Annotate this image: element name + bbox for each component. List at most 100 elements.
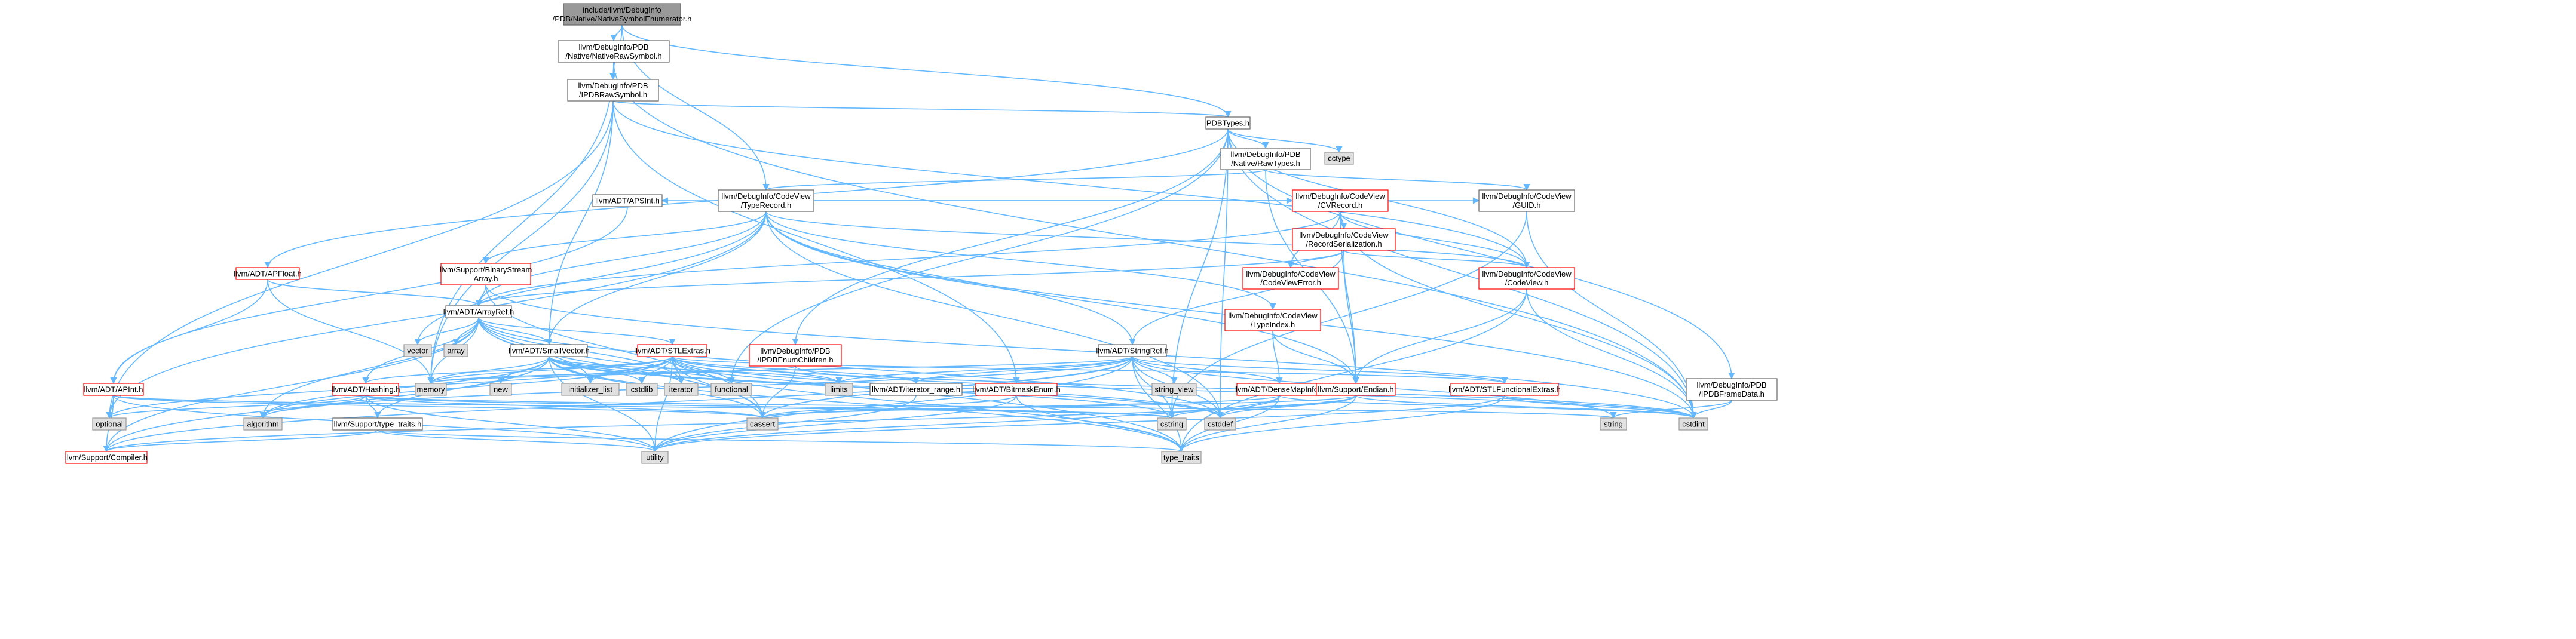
node-label-codeview-0: llvm/DebugInfo/CodeView (1482, 269, 1572, 278)
edge-arrayref-to-vector (414, 317, 479, 346)
node-arrayref[interactable]: llvm/ADT/ArrayRef.h (443, 305, 514, 318)
edge-type_record-to-optional (106, 211, 767, 419)
node-label-codeview-1: /CodeView.h (1505, 278, 1549, 287)
edge-ipdb_frame_data-to-string (1610, 400, 1732, 419)
node-utility: utility (641, 451, 669, 464)
node-codeview[interactable]: llvm/DebugInfo/CodeView/CodeView.h (1478, 267, 1575, 290)
node-label-type_index-0: llvm/DebugInfo/CodeView (1228, 311, 1318, 320)
node-box-native_raw_types (1220, 148, 1311, 170)
edge-pdb_types-to-native_raw_types (1227, 128, 1269, 149)
edge-pdb_types-to-ipdb_frame_data (1227, 128, 1735, 380)
edge-bitmask_enum-to-cassert (759, 395, 1017, 419)
edge-cvrecord-to-codeview (1340, 211, 1530, 269)
node-iterator_range[interactable]: llvm/ADT/iterator_range.h (869, 383, 963, 396)
node-label-apsint-0: llvm/ADT/APSInt.h (595, 196, 660, 205)
node-box-string_view (1151, 383, 1197, 396)
edge-endian-to-type_traits (1178, 395, 1356, 453)
node-box-memory (415, 383, 447, 396)
node-box-limits (825, 383, 853, 396)
node-box-stlextras (637, 344, 707, 357)
edge-stringref-to-type_traits (1132, 356, 1185, 453)
node-label-root-0: include/llvm/DebugInfo (583, 5, 661, 14)
node-type_traits_h[interactable]: llvm/Support/type_traits.h (332, 417, 423, 431)
node-box-iterator (664, 383, 699, 396)
node-guid[interactable]: llvm/DebugInfo/CodeView/GUID.h (1478, 189, 1575, 212)
node-label-codeview_error-1: /CodeViewError.h (1260, 278, 1321, 287)
node-label-bitmask_enum-0: llvm/ADT/BitmaskEnum.h (972, 385, 1060, 394)
node-bitmask_enum[interactable]: llvm/ADT/BitmaskEnum.h (972, 383, 1061, 396)
node-ipdb_enum_children[interactable]: llvm/DebugInfo/PDB/IPDBEnumChildren.h (749, 344, 842, 367)
node-ipdb_raw_symbol[interactable]: llvm/DebugInfo/PDB/IPDBRawSymbol.h (567, 79, 659, 102)
node-type_traits: type_traits (1161, 451, 1202, 464)
edge-binary_stream_array-to-cstdint (485, 284, 1697, 419)
node-label-pdb_types-0: PDBTypes.h (1206, 119, 1249, 128)
node-label-hashing-0: llvm/ADT/Hashing.h (332, 385, 400, 394)
node-box-bitmask_enum (975, 383, 1058, 396)
node-label-apint-0: llvm/ADT/APInt.h (84, 385, 143, 394)
node-box-optional (92, 417, 127, 431)
node-label-binary_stream_array-1: Array.h (474, 274, 498, 283)
node-ipdb_frame_data[interactable]: llvm/DebugInfo/PDB/IPDBFrameData.h (1686, 378, 1778, 401)
edge-arrayref-to-smallvector (478, 317, 553, 346)
node-type_record[interactable]: llvm/DebugInfo/CodeView/TypeRecord.h (718, 189, 814, 212)
node-densemapinfo[interactable]: llvm/ADT/DenseMapInfo.h (1234, 383, 1325, 396)
node-native_raw_symbol[interactable]: llvm/DebugInfo/PDB/Native/NativeRawSymbo… (558, 40, 670, 63)
node-cassert: cassert (746, 417, 779, 431)
edge-hashing-to-optional (106, 395, 366, 419)
node-root[interactable]: include/llvm/DebugInfo/PDB/Native/Native… (553, 3, 692, 26)
node-string_view: string_view (1151, 383, 1197, 396)
node-functional: functional (710, 383, 752, 396)
node-box-codeview_error (1242, 267, 1339, 290)
edge-stlextras-to-cstdlib (638, 356, 673, 385)
node-record_serialization[interactable]: llvm/DebugInfo/CodeView/RecordSerializat… (1292, 228, 1396, 251)
node-label-apfloat-0: llvm/ADT/APFloat.h (234, 269, 301, 278)
node-label-cstdint-0: cstdint (1682, 420, 1705, 429)
edge-type_record-to-vector (414, 211, 767, 346)
edge-type_record-to-codeview (765, 211, 1530, 269)
node-codeview_error[interactable]: llvm/DebugInfo/CodeView/CodeViewError.h (1242, 267, 1339, 290)
node-label-functional-0: functional (715, 385, 748, 394)
node-cctype: cctype (1324, 152, 1354, 165)
edge-endian-to-cstddef (1217, 395, 1356, 419)
node-label-cctype-0: cctype (1328, 154, 1350, 163)
node-label-binary_stream_array-0: llvm/Support/BinaryStream (440, 265, 532, 274)
edge-apfloat-to-arrayref (267, 279, 482, 307)
node-compiler[interactable]: llvm/Support/Compiler.h (65, 451, 148, 464)
edge-type_traits_h-to-type_traits (377, 429, 1184, 453)
node-smallvector[interactable]: llvm/ADT/SmallVector.h (509, 344, 590, 357)
node-cstdint: cstdint (1678, 417, 1708, 431)
node-box-new (489, 383, 512, 396)
node-label-stlfunctionalextras-0: llvm/ADT/STLFunctionalExtras.h (1448, 385, 1561, 394)
node-type_index[interactable]: llvm/DebugInfo/CodeView/TypeIndex.h (1224, 309, 1321, 331)
edge-stringref-to-stlfunctionalextras (1132, 356, 1508, 385)
node-label-root-1: /PDB/Native/NativeSymbolEnumerator.h (553, 14, 692, 23)
node-label-native_raw_types-1: /Native/RawTypes.h (1231, 159, 1300, 168)
node-label-type_traits-0: type_traits (1163, 453, 1199, 462)
node-cstddef: cstddef (1204, 417, 1236, 431)
node-hashing[interactable]: llvm/ADT/Hashing.h (332, 383, 400, 396)
node-label-cassert-0: cassert (750, 420, 775, 429)
node-apsint[interactable]: llvm/ADT/APSInt.h (592, 194, 663, 207)
node-box-algorithm (243, 417, 283, 431)
node-native_raw_types[interactable]: llvm/DebugInfo/PDB/Native/RawTypes.h (1220, 148, 1311, 170)
edge-ipdb_raw_symbol-to-memory (427, 100, 614, 385)
node-apfloat[interactable]: llvm/ADT/APFloat.h (234, 267, 302, 280)
node-stlextras[interactable]: llvm/ADT/STLExtras.h (634, 344, 710, 357)
node-pdb_types[interactable]: PDBTypes.h (1205, 116, 1251, 130)
node-box-endian (1316, 383, 1396, 396)
node-label-type_record-1: /TypeRecord.h (741, 201, 792, 210)
node-endian[interactable]: llvm/Support/Endian.h (1316, 383, 1396, 396)
edge-stringref-to-utility (651, 356, 1133, 453)
edge-densemapinfo-to-cassert (759, 395, 1280, 419)
node-stlfunctionalextras[interactable]: llvm/ADT/STLFunctionalExtras.h (1448, 383, 1561, 396)
edge-bitmask_enum-to-type_traits (1016, 395, 1185, 453)
node-box-compiler (65, 451, 148, 464)
node-box-cstdint (1678, 417, 1708, 431)
node-apint[interactable]: llvm/ADT/APInt.h (83, 383, 144, 396)
node-label-ipdb_enum_children-0: llvm/DebugInfo/PDB (760, 346, 830, 355)
node-label-stringref-0: llvm/ADT/StringRef.h (1096, 346, 1168, 355)
node-stringref[interactable]: llvm/ADT/StringRef.h (1096, 344, 1169, 357)
node-box-hashing (332, 383, 399, 396)
node-cvrecord[interactable]: llvm/DebugInfo/CodeView/CVRecord.h (1292, 189, 1389, 212)
